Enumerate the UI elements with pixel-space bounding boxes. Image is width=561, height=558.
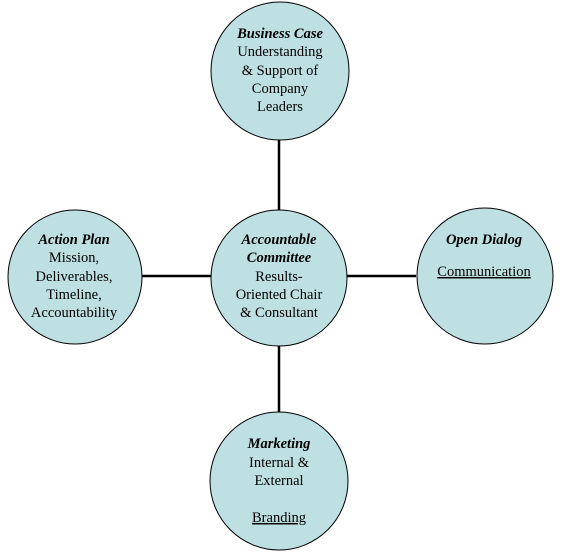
top-title: Business Case	[236, 26, 323, 42]
top-line-2: & Support of	[242, 63, 319, 79]
bottom-line-1: Internal &	[249, 455, 310, 471]
center-line-2: Oriented Chair	[236, 287, 323, 303]
bottom-title: Marketing	[247, 436, 311, 452]
node-right	[416, 207, 554, 345]
left-title: Action Plan	[37, 232, 109, 248]
left-line-1: Mission,	[49, 250, 99, 266]
node-top	[210, 1, 350, 141]
bottom-link-branding[interactable]: Branding	[252, 510, 306, 526]
center-title-line-1: Accountable	[241, 232, 317, 248]
top-line-3: Company	[252, 81, 309, 97]
bottom-line-2: External	[254, 473, 303, 489]
center-line-1: Results-	[255, 269, 303, 285]
right-title: Open Dialog	[446, 232, 522, 248]
left-line-3: Timeline,	[46, 287, 101, 303]
top-line-4: Leaders	[257, 99, 303, 115]
left-line-2: Deliverables,	[36, 269, 113, 285]
node-center	[210, 209, 348, 347]
center-title-line-2: Committee	[247, 250, 312, 266]
left-line-4: Accountability	[31, 305, 118, 321]
center-line-3: & Consultant	[240, 305, 318, 321]
node-left	[7, 209, 143, 345]
top-line-1: Understanding	[237, 44, 322, 60]
node-bottom	[209, 411, 349, 551]
right-link-communication[interactable]: Communication	[437, 264, 531, 280]
